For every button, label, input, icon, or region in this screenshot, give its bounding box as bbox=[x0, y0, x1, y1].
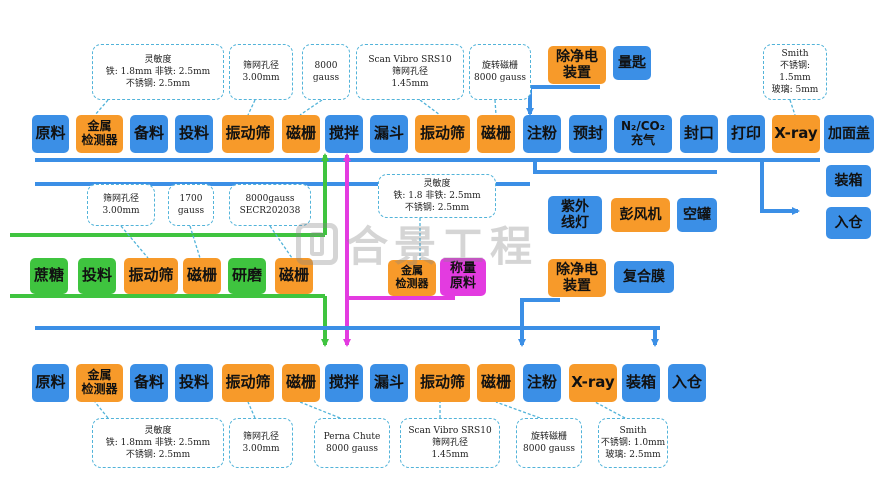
packing-branch-line bbox=[760, 160, 800, 215]
bottom-node-12: 装箱 bbox=[622, 364, 660, 402]
middle-node-0: 蔗糖 bbox=[30, 258, 68, 294]
bottom-note-scan-vibro: Scan Vibro SRS10 筛网孔径 1.45mm bbox=[400, 418, 500, 468]
bottom-node-9: 磁栅 bbox=[477, 364, 515, 402]
destatic-top-line bbox=[526, 85, 600, 116]
top-node-15: X-ray bbox=[772, 115, 820, 153]
middle-note-metal-detector: 灵敏度 铁: 1.8 非铁: 2.5mm 不锈钢: 2.5mm bbox=[378, 174, 496, 218]
bottom-note-sieve: 筛网孔径 3.00mm bbox=[229, 418, 293, 468]
bottom-note-metal-detector: 灵敏度 铁: 1.8mm 非铁: 2.5mm 不锈钢: 2.5mm bbox=[92, 418, 224, 468]
bottom-node-0: 原料 bbox=[32, 364, 69, 402]
top-node-6: 搅拌 bbox=[325, 115, 363, 153]
top-node-10: 注粉 bbox=[523, 115, 561, 153]
top-node-8: 振动筛 bbox=[415, 115, 470, 153]
top-node-16: 加面盖 bbox=[824, 115, 874, 153]
bottom-node-11: X-ray bbox=[569, 364, 617, 402]
top-node-1: 金属 检测器 bbox=[76, 115, 123, 153]
top-node-11: 预封 bbox=[569, 115, 607, 153]
top-node-9: 磁栅 bbox=[477, 115, 515, 153]
destatic-bottom-line bbox=[518, 298, 560, 347]
empty-can-line bbox=[533, 158, 717, 174]
bottom-node-6: 搅拌 bbox=[325, 364, 363, 402]
top-destatic-node: 除净电 装置 bbox=[548, 46, 606, 84]
bottom-node-8: 振动筛 bbox=[415, 364, 470, 402]
bottom-note-smith: Smith 不锈钢: 1.0mm 玻璃: 2.5mm bbox=[598, 418, 668, 468]
top-node-2: 备料 bbox=[130, 115, 168, 153]
top-node-0: 原料 bbox=[32, 115, 69, 153]
watermark-text: 合景工程 bbox=[346, 222, 539, 271]
top-node-12: N₂/CO₂ 充气 bbox=[614, 115, 672, 153]
bottom-node-10: 注粉 bbox=[523, 364, 561, 402]
middle-weigh-node: 称量 原料 bbox=[440, 258, 486, 296]
bottom-note-perna-chute: Perna Chute 8000 gauss bbox=[314, 418, 390, 468]
middle-node-1: 投料 bbox=[78, 258, 116, 294]
bottom-node-2: 备料 bbox=[130, 364, 168, 402]
middle-metal-detector-node: 金属 检测器 bbox=[388, 260, 436, 296]
top-node-5: 磁栅 bbox=[282, 115, 320, 153]
top-note-scan-vibro: Scan Vibro SRS10 筛网孔径 1.45mm bbox=[356, 44, 464, 100]
uv-lamp-node: 紫外 线灯 bbox=[548, 196, 602, 234]
box-bottom-line bbox=[640, 326, 659, 347]
middle-note-magnet: 1700 gauss bbox=[168, 184, 214, 226]
top-note-rotary-magnet: 旋转磁栅 8000 gauss bbox=[469, 44, 531, 100]
top-note-magnet: 8000 gauss bbox=[302, 44, 350, 100]
top-node-13: 封口 bbox=[680, 115, 718, 153]
top-node-3: 投料 bbox=[175, 115, 213, 153]
bottom-node-5: 磁栅 bbox=[282, 364, 320, 402]
blower-node: 彭风机 bbox=[611, 198, 670, 232]
bottom-node-1: 金属 检测器 bbox=[76, 364, 123, 402]
middle-destatic-node: 除净电 装置 bbox=[548, 259, 606, 297]
bottom-node-7: 漏斗 bbox=[370, 364, 408, 402]
middle-node-2: 振动筛 bbox=[124, 258, 178, 294]
bottom-node-4: 振动筛 bbox=[222, 364, 274, 402]
composite-film-node: 复合膜 bbox=[614, 261, 674, 293]
top-node-14: 打印 bbox=[727, 115, 765, 153]
middle-note-magnet-secr: 8000gauss SECR202038 bbox=[229, 184, 311, 226]
bottom-note-rotary-magnet: 旋转磁栅 8000 gauss bbox=[516, 418, 582, 468]
top-scoop-node: 量匙 bbox=[613, 46, 651, 80]
middle-node-3: 磁栅 bbox=[183, 258, 221, 294]
middle-node-4: 研磨 bbox=[228, 258, 266, 294]
bottom-node-3: 投料 bbox=[175, 364, 213, 402]
top-note-sieve: 筛网孔径 3.00mm bbox=[229, 44, 293, 100]
middle-node-5: 磁栅 bbox=[275, 258, 313, 294]
top-note-smith: Smith 不锈钢: 1.5mm 玻璃: 5mm bbox=[763, 44, 827, 100]
middle-note-sieve: 筛网孔径 3.00mm bbox=[87, 184, 155, 226]
watermark: 合景工程 bbox=[296, 213, 538, 274]
top-node-4: 振动筛 bbox=[222, 115, 274, 153]
watermark-logo-icon bbox=[296, 222, 338, 265]
top-warehouse-node: 入仓 bbox=[826, 207, 871, 239]
empty-can-node: 空罐 bbox=[677, 198, 717, 232]
bottom-node-13: 入仓 bbox=[668, 364, 706, 402]
top-note-metal-detector: 灵敏度 铁: 1.8mm 非铁: 2.5mm 不锈钢: 2.5mm bbox=[92, 44, 224, 100]
top-boxing-node: 装箱 bbox=[826, 165, 871, 197]
top-node-7: 漏斗 bbox=[370, 115, 408, 153]
